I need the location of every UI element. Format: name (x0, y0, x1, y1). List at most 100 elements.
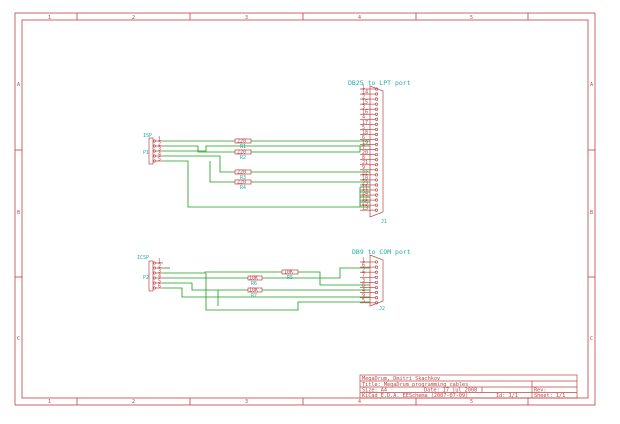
isp-pins-number: 3 (158, 146, 161, 152)
isp-title: ISP (143, 133, 152, 139)
icsp-pins-socket (153, 276, 156, 280)
isp-pins-socket (153, 159, 156, 163)
icsp-pins-number: 4 (158, 273, 161, 279)
db25-pin-number: 18 (362, 130, 368, 136)
db9-ref: J2 (379, 306, 385, 312)
db25-pin-number: 24 (362, 190, 368, 196)
resistor-r1: 220 R1 (234, 139, 252, 150)
resistors: 220 R1 220 R2 220 R3 220 R4 10K R5 10K R… (234, 139, 299, 299)
db25-pin-socket (374, 153, 379, 157)
db25-pin-number: 11 (362, 185, 368, 191)
tb-title: Title: MegaDrum programming cables (362, 382, 468, 388)
resistor-ref: R5 (287, 275, 293, 281)
resistor-value: 10K (284, 270, 293, 276)
resistor-ref: R3 (240, 175, 246, 181)
isp-pins-socket (153, 154, 156, 158)
icsp-pins-number: 1 (158, 258, 161, 264)
db25-pin-socket (374, 208, 379, 212)
left-tick: A (17, 82, 20, 88)
db9-pin-socket (374, 280, 379, 284)
db25-pin-number: 12 (362, 196, 368, 202)
db25-pin-socket (374, 178, 379, 182)
top-tick: 4 (358, 15, 361, 21)
db9-pin-socket (374, 296, 379, 300)
db25-pin-number: 22 (362, 170, 368, 176)
db25-pin-number: 16 (362, 110, 368, 116)
db25-pin-socket (374, 112, 379, 116)
bottom-tick: 2 (132, 399, 135, 405)
db25-pin-number: 21 (362, 160, 368, 166)
db9-pin-socket (374, 291, 379, 295)
icsp-pins-number: 3 (158, 268, 161, 274)
icsp-pins-number: 2 (158, 263, 161, 269)
db25-pin-socket (374, 198, 379, 202)
db25-pin-number: 20 (362, 150, 368, 156)
right-tick: B (590, 210, 593, 216)
resistor-r7: 10K R7 (247, 288, 263, 299)
db25-connector: DB25 to LPT port 11421531641751861972082… (348, 79, 411, 225)
resistor-ref: R7 (251, 293, 257, 299)
db25-pin-socket (374, 148, 379, 152)
db25-pin-socket (374, 143, 379, 147)
top-tick: 5 (470, 15, 473, 21)
db9-pin-socket (374, 301, 379, 305)
db9-pin-number: 4 (362, 288, 365, 294)
icsp-pins-socket (153, 286, 156, 290)
db25-pin-socket (374, 203, 379, 207)
icsp-pins-socket (153, 261, 156, 265)
db9-title: DB9 to COM port (352, 248, 411, 256)
tb-size: Size: A4 (362, 388, 387, 394)
resistor-value: 10K (249, 276, 258, 282)
resistor-ref: R4 (240, 185, 246, 191)
resistor-r4: 220 R4 (234, 180, 252, 191)
resistor-value: 220 (237, 170, 246, 176)
db25-pin-number: 8 (362, 155, 365, 161)
db25-ref: J1 (381, 219, 387, 225)
db25-pin-number: 7 (362, 145, 365, 151)
db9-pin-socket (374, 275, 379, 279)
drawing-frame (14, 12, 596, 406)
db9-pin-number: 2 (362, 268, 365, 274)
db25-pin-number: 9 (362, 165, 365, 171)
db25-pin-socket (374, 87, 379, 91)
db25-pin-socket (374, 158, 379, 162)
icsp-pins-number: 6 (158, 283, 161, 289)
resistor-ref: R6 (251, 281, 257, 287)
resistor-r5: 10K R5 (281, 270, 299, 281)
db25-pin-socket (374, 102, 379, 106)
db25-pin-number: 15 (362, 100, 368, 106)
db25-title: DB25 to LPT port (348, 79, 411, 87)
db9-pin-number: 1 (362, 257, 365, 263)
isp-pins-socket (153, 144, 156, 148)
db25-pin-number: 25 (362, 201, 368, 207)
db25-pin-socket (374, 97, 379, 101)
db25-pin-socket (374, 107, 379, 111)
top-tick: 1 (48, 15, 51, 21)
bottom-tick: 1 (48, 399, 51, 405)
resistor-r6: 10K R6 (247, 276, 263, 287)
isp-pins-number: 1 (158, 136, 161, 142)
db25-pin-number: 1 (362, 84, 365, 90)
db25-pin-socket (374, 173, 379, 177)
right-tick: A (590, 82, 593, 88)
resistor-value: 220 (237, 150, 246, 156)
bottom-tick: 4 (358, 399, 361, 405)
db25-pin-number: 13 (362, 206, 368, 212)
db25-pin-number: 3 (362, 105, 365, 111)
db25-pin-number: 2 (362, 95, 365, 101)
top-tick: 3 (245, 15, 248, 21)
db9-pin-number: 7 (362, 273, 365, 279)
db25-pin-number: 5 (362, 125, 365, 131)
top-tick: 2 (132, 15, 135, 21)
db9-pin-socket (374, 265, 379, 269)
isp-pins-number: 2 (158, 141, 161, 147)
resistor-ref: R2 (240, 155, 246, 161)
db25-pin-number: 19 (362, 140, 368, 146)
db9-pin-number: 6 (362, 263, 365, 269)
db25-pin-number: 14 (362, 89, 368, 95)
db9-pin-number: 3 (362, 278, 365, 284)
title-block: MegaDrum, Dmitri Skachkov Title: MegaDru… (359, 374, 578, 399)
